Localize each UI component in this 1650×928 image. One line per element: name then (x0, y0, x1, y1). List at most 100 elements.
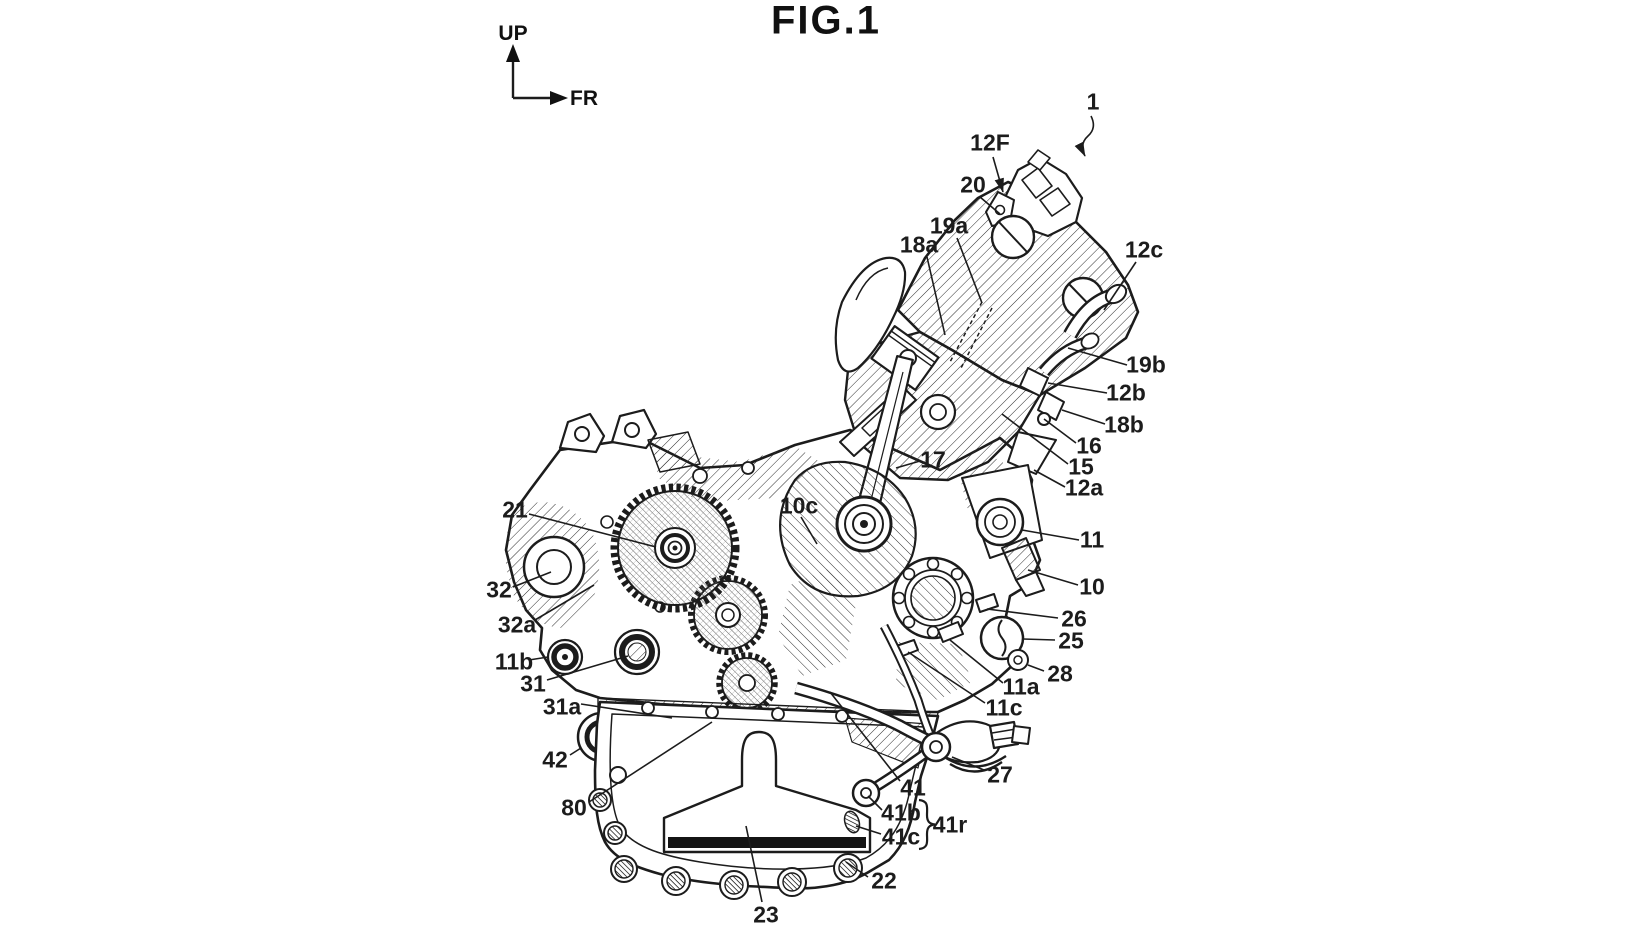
ref-label-11c: 11c (985, 694, 1023, 721)
coolant-elbow-pipes (1038, 283, 1128, 377)
up-arrowhead-icon (506, 44, 520, 62)
leader-line-18a (926, 256, 946, 336)
leader-line-1 (1074, 115, 1095, 157)
axis-label-front: FR (570, 87, 598, 110)
crankshaft (779, 460, 917, 598)
leader-line-23 (745, 825, 763, 903)
ref-label-12c: 12c (1124, 236, 1164, 263)
ref-label-26: 26 (1061, 605, 1087, 632)
ref-label-20: 20 (960, 171, 986, 198)
ref-label-25: 25 (1058, 627, 1084, 654)
ref-label-15: 15 (1068, 453, 1094, 480)
front-arrowhead-icon (550, 91, 568, 105)
ref-label-19a: 19a (929, 212, 969, 239)
leader-line-28 (1027, 664, 1045, 672)
ref-label-31a: 31a (542, 693, 582, 720)
leader-line-11a (949, 639, 1004, 684)
fitting-26 (975, 593, 999, 613)
leader-line-31 (546, 655, 629, 681)
leader-line-12a (1033, 469, 1066, 488)
ref-label-32a: 32a (497, 611, 537, 638)
ref-label-31: 31 (520, 670, 546, 697)
leader-line-21 (528, 513, 657, 548)
linkage-and-lever (794, 623, 1031, 808)
injector-stub (1019, 367, 1049, 397)
ref-label-10: 10 (1079, 573, 1105, 600)
ref-label-12F: 12F (970, 129, 1010, 156)
ref-label-42: 42 (542, 746, 568, 773)
strainer-screen (668, 837, 866, 848)
engine-assembly (504, 149, 1140, 900)
leader-line-80 (588, 721, 713, 803)
ref-label-17: 17 (920, 446, 946, 473)
leader-line-41c (855, 825, 882, 835)
leader-line-10c (800, 516, 818, 545)
ref-label-23: 23 (753, 901, 779, 928)
shift-shaft (937, 621, 964, 643)
cam-chain (959, 307, 993, 371)
leader-line-20 (979, 196, 1001, 215)
ref-label-11a: 11a (1002, 673, 1040, 700)
leader-line-19b (1067, 347, 1128, 366)
leader-line-12b (1047, 382, 1108, 394)
ref-label-12b: 12b (1106, 379, 1146, 406)
orientation-axes (506, 44, 568, 105)
oil-pan (588, 700, 940, 900)
ref-label-21: 21 (502, 496, 528, 523)
ref-label-80: 80 (561, 794, 587, 821)
leader-line-31a (580, 703, 673, 719)
ref-label-18a: 18a (899, 231, 939, 258)
leader-lines (512, 115, 1137, 903)
engine-mount-boss (1007, 431, 1057, 475)
leader-line-42 (569, 747, 582, 756)
ref-label-18b: 18b (1104, 411, 1144, 438)
leader-line-10 (1027, 569, 1079, 586)
ref-label-11: 11 (1079, 526, 1105, 553)
pan-bolts (588, 788, 863, 900)
ref-label-12a: 12a (1064, 474, 1104, 501)
intake-funnel (834, 256, 907, 373)
leader-line-11b (528, 656, 549, 661)
ref-label-27: 27 (987, 761, 1013, 788)
leader-line-16 (1043, 418, 1077, 444)
gear-train (610, 483, 778, 714)
leader-line-41b (867, 795, 883, 811)
label-brace-41r (918, 798, 936, 851)
ref-label-41b: 41b (881, 799, 921, 826)
primary-drive-gear (610, 483, 740, 613)
main-bearing (891, 556, 975, 640)
oil-pump-sprocket (716, 652, 778, 714)
hex-bolt (988, 720, 1020, 750)
ref-label-11b: 11b (494, 648, 534, 675)
ref-label-28: 28 (1047, 660, 1073, 687)
leader-line-32 (512, 571, 552, 588)
leader-line-25 (1022, 638, 1056, 641)
ref-label-19b: 19b (1126, 351, 1166, 378)
leader-line-22 (845, 861, 869, 878)
ref-label-10c: 10c (779, 492, 819, 519)
right-side-components (891, 464, 1045, 671)
leader-line-26 (986, 608, 1059, 619)
leader-line-41 (829, 691, 901, 782)
leader-line-11 (1021, 529, 1080, 541)
leader-line-18b (1061, 409, 1106, 425)
leader-line-32a (534, 584, 595, 621)
leader-line-15 (1001, 413, 1069, 465)
ref-label-41r: 41r (932, 811, 968, 838)
leader-line-19a (956, 237, 983, 304)
ref-label-32: 32 (486, 576, 512, 603)
ref-label-41: 41 (900, 774, 926, 801)
leader-line-12F (992, 156, 1004, 193)
ref-label-41c: 41c (881, 823, 921, 850)
ref-label-16: 16 (1076, 432, 1102, 459)
axis-label-up: UP (498, 22, 528, 45)
rim-bolt-41c (843, 810, 861, 834)
figure-title: FIG.1 (770, 0, 882, 43)
leader-line-17 (895, 460, 921, 469)
oil-strainer (662, 730, 872, 854)
leader-line-27 (951, 756, 985, 771)
sensor (1001, 537, 1041, 581)
cylinder-head (834, 149, 1140, 426)
